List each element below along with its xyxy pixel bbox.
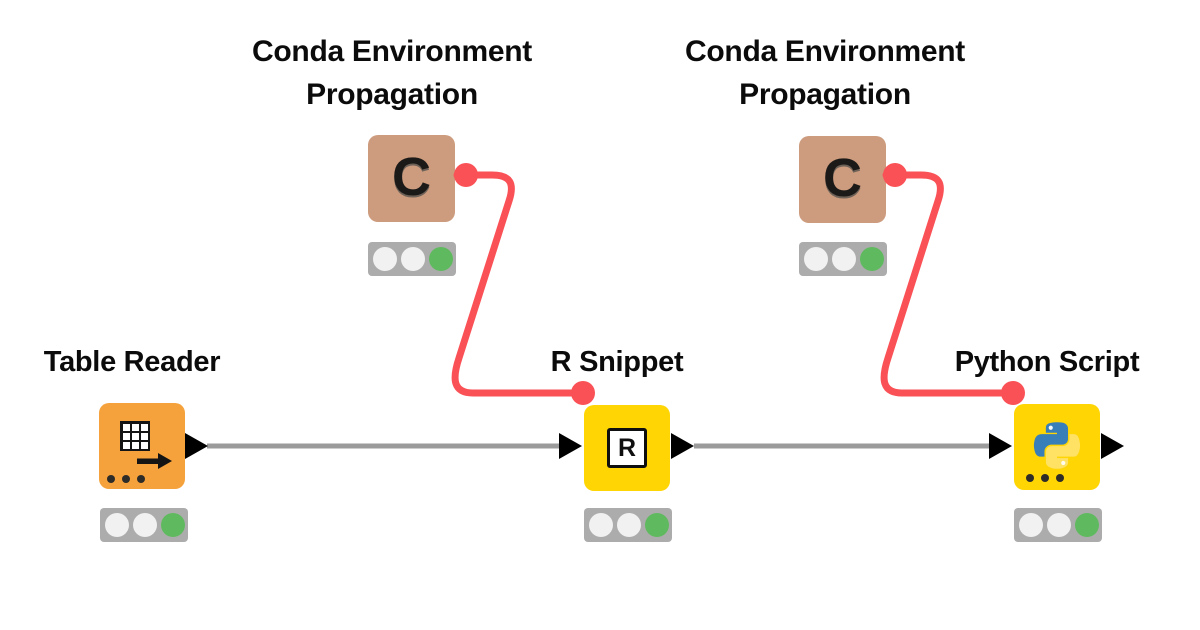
python-icon — [1033, 422, 1081, 469]
node-options-dots — [1026, 474, 1064, 482]
python-script-label: Python Script — [954, 346, 1140, 378]
conda-env-1-label-line1: Conda Environment — [252, 35, 532, 68]
r-snippet-status-light — [584, 508, 672, 542]
node-python-script[interactable] — [1014, 404, 1100, 490]
node-conda-env-propagation-1[interactable]: C — [368, 135, 455, 222]
r-snippet-flow-variable-input-dot[interactable] — [571, 381, 595, 405]
conda-icon: C — [392, 146, 431, 207]
conda-env-2-label-line2: Propagation — [739, 78, 911, 111]
conda-env-2-status-light — [799, 242, 887, 276]
python-script-flow-variable-input-dot[interactable] — [1001, 381, 1025, 405]
python-script-output-port[interactable] — [1101, 433, 1124, 459]
conda-env-2-label-line1: Conda Environment — [685, 35, 965, 68]
conda-env-1-label: Conda Environment Propagation — [252, 30, 532, 116]
python-script-status-light — [1014, 508, 1102, 542]
conda-env-2-flow-variable-output-dot[interactable] — [883, 163, 907, 187]
conda-env-1-flow-variable-output-dot[interactable] — [454, 163, 478, 187]
node-table-reader[interactable] — [99, 403, 185, 489]
r-snippet-output-port[interactable] — [671, 433, 694, 459]
conda-icon: C — [823, 147, 862, 208]
r-icon: R — [607, 428, 647, 468]
conda-env-1-label-line2: Propagation — [306, 78, 478, 111]
conda-env-2-label: Conda Environment Propagation — [685, 30, 965, 116]
conda-env-1-status-light — [368, 242, 456, 276]
r-snippet-input-port[interactable] — [559, 433, 582, 459]
python-script-input-port[interactable] — [989, 433, 1012, 459]
node-conda-env-propagation-2[interactable]: C — [799, 136, 886, 223]
node-r-snippet[interactable]: R — [584, 405, 670, 491]
table-reader-output-port[interactable] — [185, 433, 208, 459]
table-reader-status-light — [100, 508, 188, 542]
r-snippet-label: R Snippet — [550, 346, 684, 378]
node-options-dots — [107, 475, 145, 483]
flow-variable-connection-conda2-to-python-script[interactable] — [880, 171, 1016, 397]
table-icon — [120, 421, 172, 469]
table-reader-label: Table Reader — [43, 346, 221, 378]
flow-variable-connection-conda1-to-r-snippet[interactable] — [451, 171, 586, 397]
